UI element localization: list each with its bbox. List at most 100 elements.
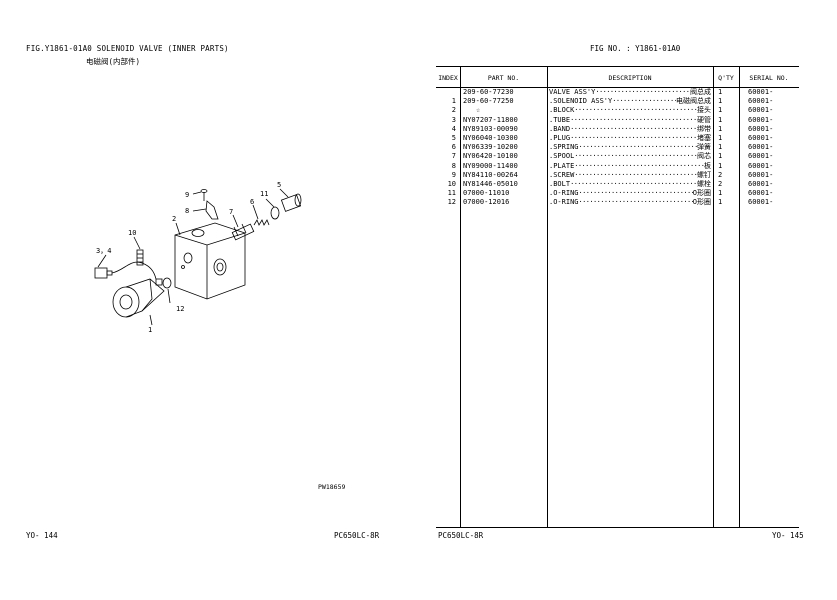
drawing-code: PW18659 (318, 483, 346, 491)
row-qty: 1 (718, 106, 723, 115)
row-part-no: NY09000-11400 (463, 161, 518, 170)
column-divider (547, 67, 548, 527)
row-description-cn: 板 (704, 161, 711, 170)
row-qty: 1 (718, 124, 723, 133)
row-serial: 60001- (748, 124, 774, 133)
dot-leader: ········································… (578, 189, 693, 198)
row-description-name: .SPRING (549, 143, 579, 152)
row-description: .TUBE···································… (549, 116, 711, 125)
row-serial: 60001- (748, 170, 774, 179)
row-description: .SPOOL··································… (549, 152, 711, 161)
row-description-name: .O-RING (549, 189, 579, 198)
row-index: 1 (451, 97, 456, 106)
row-description: .BAND···································… (549, 125, 711, 134)
row-index: 4 (451, 124, 456, 133)
row-description-cn: O形圈 (692, 198, 711, 207)
row-index: 8 (451, 161, 456, 170)
row-serial: 60001- (748, 143, 774, 152)
figure-number: FIG NO. : Y1861-01A0 (590, 44, 681, 53)
solenoid-coil-drawing (112, 278, 165, 318)
row-part-no: NY07207-11800 (463, 115, 518, 124)
row-index: 2 (451, 106, 456, 115)
row-serial: 60001- (748, 97, 774, 106)
callout-9: 9 (185, 191, 189, 199)
row-part-no: NY06339-10200 (463, 143, 518, 152)
row-qty: 1 (718, 97, 723, 106)
row-qty: 1 (718, 115, 723, 124)
row-serial: 60001- (748, 189, 774, 198)
row-description: .PLUG···································… (549, 134, 711, 143)
row-qty: 1 (718, 189, 723, 198)
callout-12: 12 (176, 305, 184, 313)
dot-leader: ········································… (570, 180, 697, 188)
callout-11: 11 (260, 190, 268, 198)
row-description-name: .BOLT (549, 180, 571, 188)
row-index: 11 (447, 189, 456, 198)
row-index: 9 (451, 170, 456, 179)
column-divider (713, 67, 714, 527)
row-description-cn: 接头 (697, 106, 711, 115)
callout-3-4: 3，4 (96, 247, 111, 255)
dot-leader: ········································… (570, 124, 697, 133)
row-part-no: NY06040-10300 (463, 134, 518, 142)
callout-7: 7 (229, 208, 233, 216)
parts-table: INDEX PART NO. DESCRIPTION Q'TY SERIAL N… (436, 66, 799, 528)
callout-1: 1 (148, 326, 152, 334)
row-serial: 60001- (748, 88, 774, 96)
row-description-cn: 阀芯 (697, 152, 711, 161)
row-serial: 60001- (748, 152, 774, 161)
footer-model: PC650LC-8R (334, 531, 380, 540)
header-serial: SERIAL NO. (749, 74, 789, 82)
exploded-parts-diagram: 1 2 3，4 5 6 7 8 9 10 11 12 (94, 181, 302, 334)
row-part-no: ☆ (476, 106, 481, 115)
row-qty: 2 (718, 180, 723, 188)
row-index: 12 (447, 198, 456, 207)
plate-and-screw-drawing (200, 189, 219, 220)
dot-leader: ········································… (574, 106, 697, 115)
callout-2: 2 (172, 215, 176, 223)
row-description: .BOLT···································… (549, 180, 711, 189)
tube-drawing (136, 249, 144, 266)
row-index: 5 (451, 134, 456, 142)
o-ring-11-drawing (270, 206, 280, 220)
row-description-cn: 绑带 (697, 124, 711, 133)
row-description-name: .TUBE (549, 115, 571, 124)
row-description: .SOLENOID ASS'Y·························… (549, 97, 711, 106)
row-description-name: .BAND (549, 124, 571, 133)
row-part-no: NY84110-00264 (463, 170, 518, 179)
row-part-no: 07000-12016 (463, 198, 510, 207)
row-qty: 1 (718, 161, 723, 170)
figure-subtitle: 电磁阀(内部件) (86, 57, 141, 66)
row-description: .BLOCK··································… (549, 106, 711, 115)
row-description-cn: 弹簧 (697, 143, 711, 152)
header-divider (436, 87, 799, 88)
column-divider (460, 67, 461, 527)
row-part-no: NY06420-10100 (463, 152, 518, 161)
row-description-cn: 螺钉 (697, 170, 711, 179)
row-qty: 1 (718, 88, 723, 96)
footer-model: PC650LC-8R (438, 531, 484, 540)
row-description-name: .BLOCK (549, 106, 575, 115)
row-part-no: 209-60-77250 (463, 97, 514, 106)
row-serial: 60001- (748, 134, 774, 142)
spool-drawing (231, 223, 255, 241)
callout-10: 10 (128, 229, 136, 237)
dot-leader: ········································… (578, 198, 693, 207)
dot-leader: ········································… (578, 143, 697, 152)
row-description-name: .PLATE (549, 161, 575, 170)
row-qty: 1 (718, 152, 723, 161)
row-index: 3 (451, 115, 456, 124)
row-qty: 1 (718, 134, 723, 142)
row-index: 7 (451, 152, 456, 161)
header-description: DESCRIPTION (608, 74, 652, 82)
callout-8: 8 (185, 207, 189, 215)
spring-drawing (253, 219, 270, 226)
row-part-no: 07000-11010 (463, 189, 510, 198)
row-index: 6 (451, 143, 456, 152)
dot-leader: ········································… (612, 97, 676, 106)
row-serial: 60001- (748, 115, 774, 124)
row-description-cn: O形圈 (692, 189, 711, 198)
row-qty: 2 (718, 170, 723, 179)
callout-6: 6 (250, 198, 254, 206)
row-serial: 60001- (748, 198, 774, 207)
